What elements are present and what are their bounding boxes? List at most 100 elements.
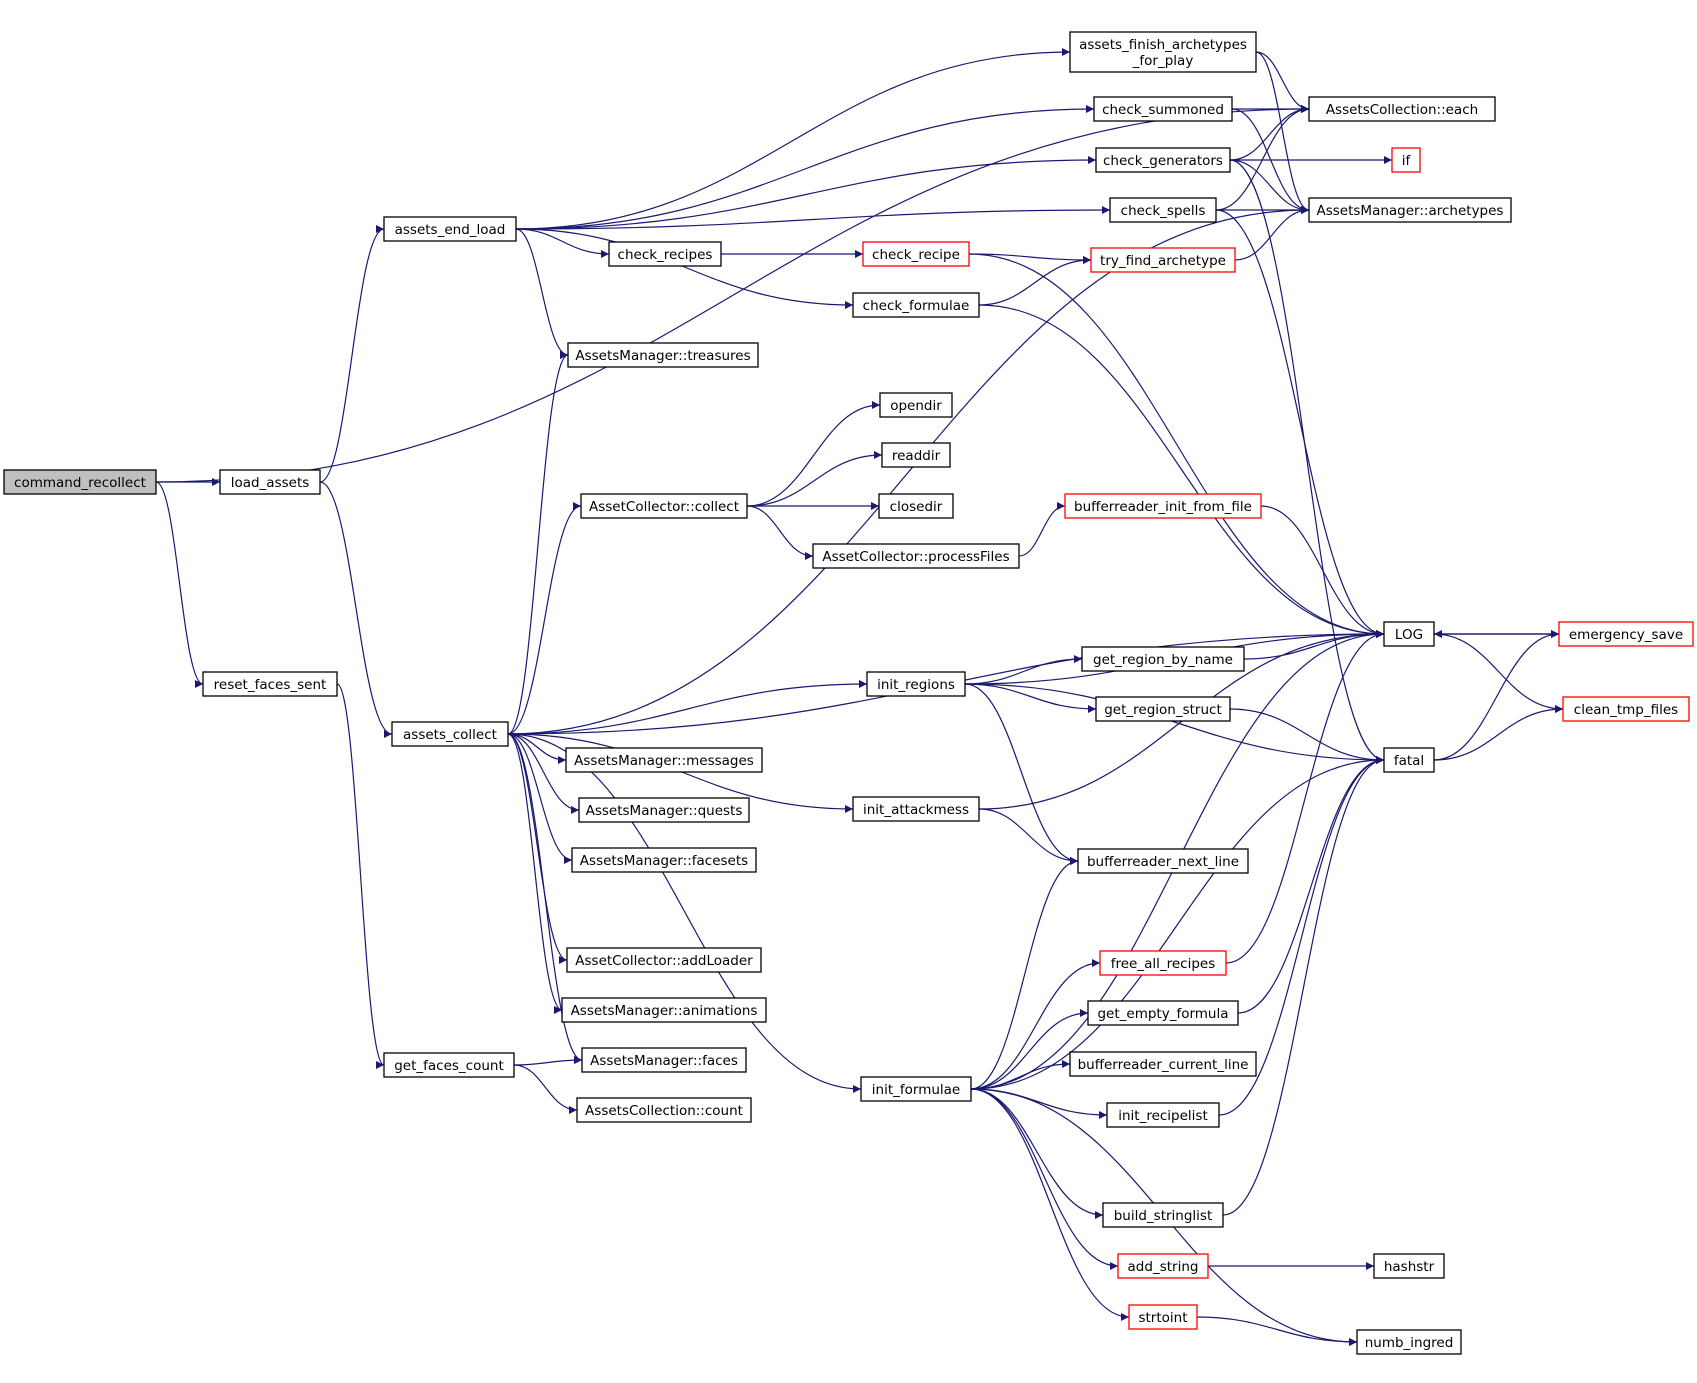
node-bufferreader-init-from-file[interactable]: bufferreader_init_from_file [1064,493,1262,519]
node-am-archetypes[interactable]: AssetsManager::archetypes [1308,197,1512,223]
node-box[interactable] [852,796,980,822]
node-box[interactable] [1106,1102,1220,1128]
node-box[interactable] [1095,147,1231,173]
node-box[interactable] [1373,1253,1445,1279]
node-box[interactable] [878,493,954,519]
node-ac-processfiles[interactable]: AssetCollector::processFiles [812,543,1020,569]
node-box[interactable] [1391,147,1421,173]
node-ac-addloader[interactable]: AssetCollector::addLoader [566,947,762,973]
node-box[interactable] [860,1076,972,1102]
node-check-formulae[interactable]: check_formulae [852,292,980,318]
node-acoll-count[interactable]: AssetsCollection::count [576,1097,752,1123]
node-am-treasures[interactable]: AssetsManager::treasures [567,342,759,368]
node-box[interactable] [1117,1253,1209,1279]
node-assets-end-load[interactable]: assets_end_load [383,216,517,242]
node-am-faces[interactable]: AssetsManager::faces [581,1047,747,1073]
node-command-recollect[interactable]: command_recollect [3,469,157,495]
node-check-spells[interactable]: check_spells [1109,197,1217,223]
node-am-messages[interactable]: AssetsManager::messages [565,747,763,773]
node-if[interactable]: if [1391,147,1421,173]
node-box[interactable] [862,241,970,267]
node-box[interactable] [1081,646,1245,672]
node-build-stringlist[interactable]: build_stringlist [1102,1202,1224,1228]
node-hashstr[interactable]: hashstr [1373,1253,1445,1279]
node-clean-tmp-files[interactable]: clean_tmp_files [1562,696,1690,722]
node-opendir[interactable]: opendir [879,392,953,418]
node-box[interactable] [578,797,750,823]
node-check-recipe[interactable]: check_recipe [862,241,970,267]
node-bufferreader-current-line[interactable]: bufferreader_current_line [1069,1051,1257,1077]
node-am-facesets[interactable]: AssetsManager::facesets [571,847,757,873]
node-ac-collect[interactable]: AssetCollector::collect [580,493,748,519]
node-fatal[interactable]: fatal [1383,747,1435,773]
node-box[interactable] [571,847,757,873]
node-box[interactable] [576,1097,752,1123]
node-reset-faces-sent[interactable]: reset_faces_sent [202,671,338,697]
node-try-find-archetype[interactable]: try_find_archetype [1090,247,1236,273]
node-assets-finish[interactable]: assets_finish_archetypes_for_play [1069,31,1257,73]
node-add-string[interactable]: add_string [1117,1253,1209,1279]
node-box[interactable] [1558,621,1694,647]
node-free-all-recipes[interactable]: free_all_recipes [1099,950,1227,976]
node-box[interactable] [1109,197,1217,223]
node-box[interactable] [1308,96,1496,122]
node-box[interactable] [881,442,951,468]
node-check-recipes[interactable]: check_recipes [608,241,722,267]
node-box[interactable] [1308,197,1512,223]
node-box[interactable] [219,469,321,495]
node-box[interactable] [566,947,762,973]
node-box[interactable] [1102,1202,1224,1228]
node-box[interactable] [383,1052,515,1078]
node-box[interactable] [3,469,157,495]
node-init-attackmess[interactable]: init_attackmess [852,796,980,822]
node-box[interactable] [1064,493,1262,519]
node-bufferreader-next-line[interactable]: bufferreader_next_line [1077,848,1249,874]
node-box[interactable] [1356,1329,1462,1355]
node-box[interactable] [1383,747,1435,773]
node-box[interactable] [1090,247,1236,273]
node-box[interactable] [391,721,509,747]
node-check-generators[interactable]: check_generators [1095,147,1231,173]
node-box[interactable] [1087,1000,1239,1026]
node-emergency-save[interactable]: emergency_save [1558,621,1694,647]
node-box[interactable] [581,1047,747,1073]
node-box[interactable] [1383,621,1435,647]
node-box[interactable] [1095,696,1231,722]
node-box[interactable] [383,216,517,242]
node-box[interactable] [1562,696,1690,722]
node-box[interactable] [1128,1304,1198,1330]
node-init-recipelist[interactable]: init_recipelist [1106,1102,1220,1128]
node-get-empty-formula[interactable]: get_empty_formula [1087,1000,1239,1026]
node-box[interactable] [1099,950,1227,976]
node-box[interactable] [1077,848,1249,874]
node-get-faces-count[interactable]: get_faces_count [383,1052,515,1078]
node-box[interactable] [1093,96,1233,122]
node-LOG[interactable]: LOG [1383,621,1435,647]
node-acoll-each[interactable]: AssetsCollection::each [1308,96,1496,122]
node-box[interactable] [852,292,980,318]
node-box[interactable] [202,671,338,697]
node-numb-ingred[interactable]: numb_ingred [1356,1329,1462,1355]
node-init-formulae[interactable]: init_formulae [860,1076,972,1102]
node-check-summoned[interactable]: check_summoned [1093,96,1233,122]
node-init-regions[interactable]: init_regions [866,671,966,697]
node-box[interactable] [567,342,759,368]
node-box[interactable] [812,543,1020,569]
node-box[interactable] [879,392,953,418]
node-box[interactable] [580,493,748,519]
node-box[interactable] [561,997,767,1023]
node-closedir[interactable]: closedir [878,493,954,519]
node-box[interactable] [565,747,763,773]
node-assets-collect[interactable]: assets_collect [391,721,509,747]
node-load-assets[interactable]: load_assets [219,469,321,495]
node-get-region-struct[interactable]: get_region_struct [1095,696,1231,722]
node-strtoint[interactable]: strtoint [1128,1304,1198,1330]
node-box[interactable] [1069,1051,1257,1077]
node-box[interactable] [608,241,722,267]
node-readdir[interactable]: readdir [881,442,951,468]
node-box[interactable] [1069,31,1257,73]
node-box[interactable] [866,671,966,697]
node-am-animations[interactable]: AssetsManager::animations [561,997,767,1023]
node-am-quests[interactable]: AssetsManager::quests [578,797,750,823]
node-get-region-by-name[interactable]: get_region_by_name [1081,646,1245,672]
